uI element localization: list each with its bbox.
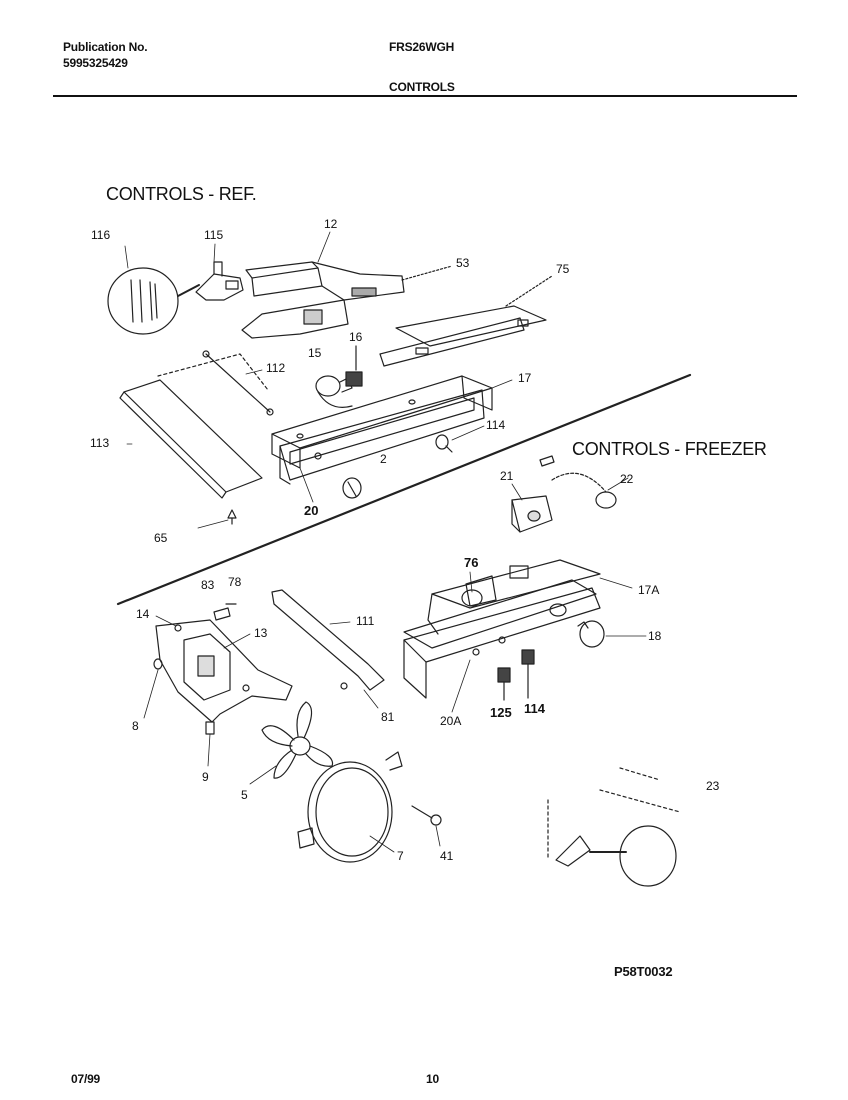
callout-16: 16 [349, 330, 363, 344]
callout-65: 65 [154, 531, 168, 545]
callout-53: 53 [456, 256, 470, 270]
callout-114-ref: 114 [486, 418, 506, 432]
callout-21: 21 [500, 469, 514, 483]
section-title: CONTROLS [389, 80, 455, 94]
part-125-switch [497, 667, 511, 701]
callout-13: 13 [254, 626, 268, 640]
callout-113: 113 [90, 436, 110, 450]
callout-125: 125 [490, 705, 512, 720]
part-65-screw [227, 509, 237, 525]
callout-7: 7 [397, 849, 404, 863]
callout-17: 17 [518, 371, 532, 385]
part-111-damper [271, 589, 385, 691]
callout-8: 8 [132, 719, 139, 733]
callout-leaders [124, 231, 647, 853]
header-rule [53, 95, 797, 97]
publication-number: 5995325429 [63, 56, 128, 70]
callout-22: 22 [620, 472, 634, 486]
callout-20: 20 [304, 503, 319, 518]
part-114-freezer [521, 649, 535, 699]
part-20a-panel [403, 587, 601, 699]
part-115-bracket [195, 261, 244, 301]
part-21-thermostat [511, 495, 553, 533]
callout-20a: 20A [440, 714, 462, 728]
callout-18: 18 [648, 629, 662, 643]
part-83-clip [213, 607, 231, 621]
callout-15: 15 [308, 346, 322, 360]
callout-41: 41 [440, 849, 454, 863]
part-5-fan-blade [261, 701, 334, 779]
diagram-code: P58T0032 [614, 964, 673, 979]
part-13-motor [183, 633, 231, 701]
part-41-screw [411, 805, 442, 826]
part-20-knob [342, 477, 362, 499]
part-114-ref [435, 434, 453, 453]
callout-75: 75 [556, 262, 570, 276]
part-2-control-box [279, 389, 485, 485]
callout-14: 14 [136, 607, 150, 621]
part-17a-housing [403, 559, 601, 649]
callout-115: 115 [204, 228, 224, 242]
part-14-bracket [155, 619, 293, 723]
part-8-grommet [153, 658, 163, 670]
callout-83: 83 [201, 578, 215, 592]
footer-date: 07/99 [71, 1072, 101, 1086]
callout-111: 111 [356, 614, 375, 628]
publication-label: Publication No. [63, 40, 148, 54]
callout-114-freezer: 114 [524, 701, 545, 716]
callout-78: 78 [228, 575, 242, 589]
page-number: 10 [426, 1072, 439, 1086]
part-112-rod [202, 350, 274, 416]
part-16-socket [345, 345, 363, 387]
model-number: FRS26WGH [389, 40, 455, 54]
part-113-cover [119, 353, 269, 499]
callout-17a: 17A [638, 583, 660, 597]
part-23-detail [547, 767, 681, 887]
callout-116: 116 [91, 228, 111, 242]
part-12-housing [241, 261, 405, 339]
part-18-knob [577, 620, 605, 648]
callout-112: 112 [266, 361, 286, 375]
part-22-sensor [539, 455, 617, 509]
freezer-section-heading: CONTROLS - FREEZER [572, 439, 767, 459]
callout-81: 81 [381, 710, 395, 724]
part-75-bracket [379, 305, 547, 367]
section-divider-line [116, 373, 692, 606]
part-7-shroud [297, 751, 403, 863]
ref-section-heading: CONTROLS - REF. [106, 184, 257, 204]
callout-2: 2 [380, 452, 387, 466]
callout-5: 5 [241, 788, 248, 802]
part-116-detail-circle [107, 267, 200, 335]
callout-12: 12 [324, 217, 338, 231]
callout-9: 9 [202, 770, 209, 784]
callout-23: 23 [706, 779, 720, 793]
part-9-tab [205, 721, 215, 735]
callout-76: 76 [464, 555, 479, 570]
